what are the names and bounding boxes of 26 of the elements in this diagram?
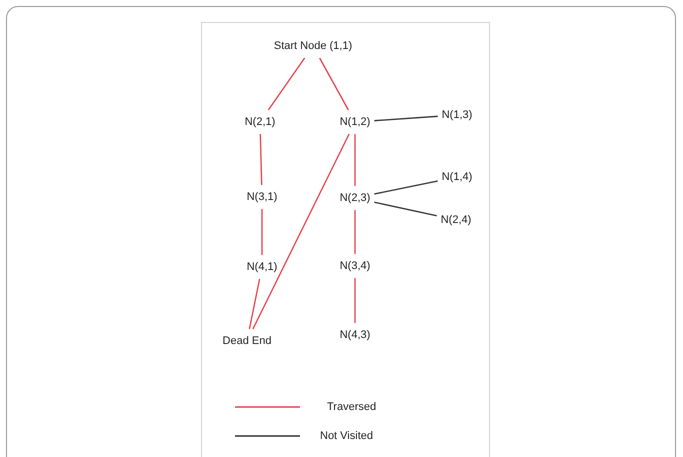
traversed-edge [252, 134, 350, 330]
legend-label: Traversed [327, 401, 376, 413]
node-label: N(3,1) [242, 185, 282, 209]
node-label: N(2,4) [436, 208, 476, 232]
node-label: N(1,2) [336, 110, 374, 134]
node-label: N(3,4) [336, 254, 374, 278]
traversed-edge [354, 210, 356, 254]
untraversed-edge [374, 202, 437, 216]
node-label: N(4,1) [242, 255, 282, 279]
node-label: N(2,3) [336, 186, 374, 210]
traversed-edge [260, 134, 262, 186]
traversed-edge [354, 278, 356, 323]
node-label: N(2,1) [240, 110, 280, 134]
legend-label: Not Visited [320, 430, 373, 442]
node-label: N(1,3) [438, 103, 476, 127]
node-label: N(1,4) [438, 165, 476, 189]
untraversed-edge [374, 116, 438, 122]
traversed-edge [248, 278, 260, 330]
untraversed-edge [374, 180, 438, 195]
traversed-edge [261, 209, 263, 255]
traversed-edge [354, 134, 356, 186]
node-label: N(4,3) [336, 323, 374, 347]
traversed-edge [268, 58, 306, 110]
node-label: Start Node (1,1) [270, 34, 356, 58]
node-label: Dead End [218, 329, 276, 353]
traversed-edge [319, 58, 349, 110]
